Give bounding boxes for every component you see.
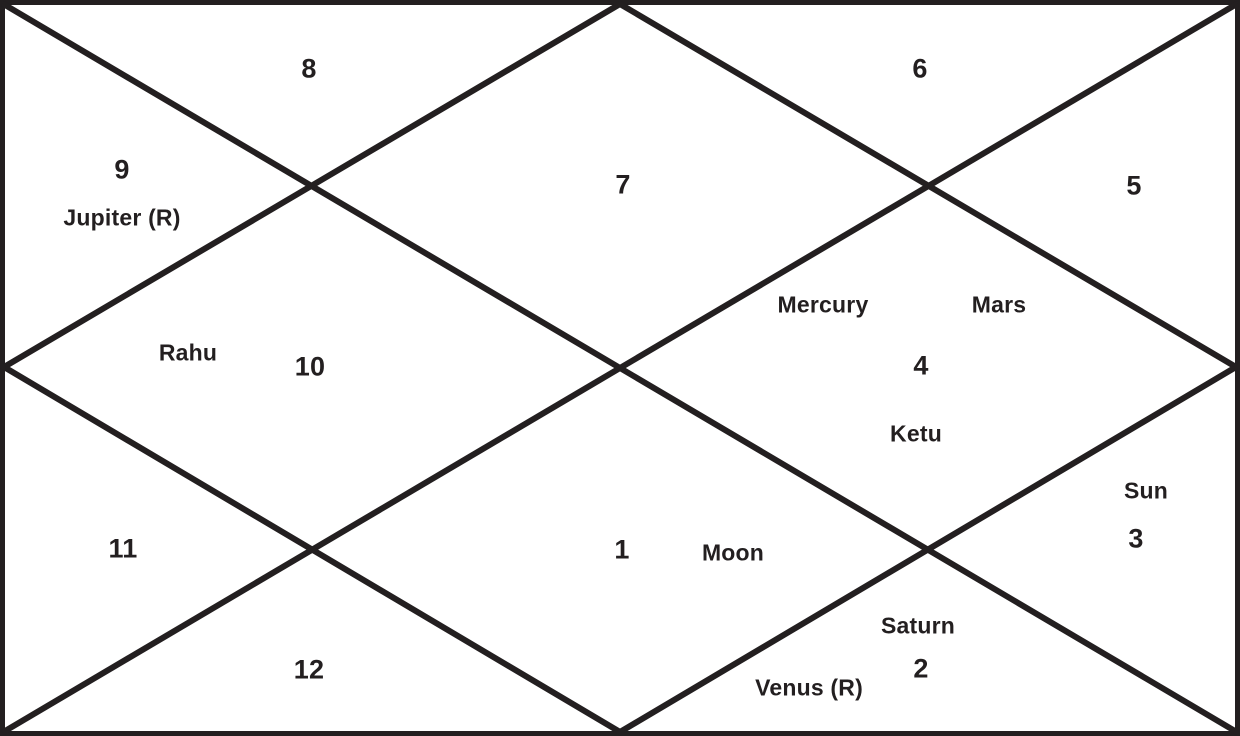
planet-jupiter: Jupiter (R) xyxy=(63,204,181,231)
planet-ketu: Ketu xyxy=(890,420,942,447)
house-number-6: 6 xyxy=(912,53,928,84)
house-number-9: 9 xyxy=(114,154,130,185)
planet-mercury: Mercury xyxy=(777,291,869,318)
house-number-7: 7 xyxy=(615,169,631,200)
house-number-4: 4 xyxy=(913,350,929,381)
planet-venus: Venus (R) xyxy=(755,674,863,701)
planet-sun: Sun xyxy=(1123,477,1169,504)
planet-moon: Moon xyxy=(701,539,765,566)
house-number-8: 8 xyxy=(301,53,317,84)
planet-rahu: Rahu xyxy=(158,339,218,366)
house-number-11: 11 xyxy=(108,533,138,564)
planet-mars: Mars xyxy=(971,291,1027,318)
house-number-2: 2 xyxy=(913,653,929,684)
house-number-1: 1 xyxy=(614,534,630,565)
house-number-3: 3 xyxy=(1128,523,1144,554)
house-number-5: 5 xyxy=(1126,170,1142,201)
house-number-10: 10 xyxy=(294,351,326,382)
planet-saturn: Saturn xyxy=(880,612,956,639)
house-number-12: 12 xyxy=(293,654,325,685)
